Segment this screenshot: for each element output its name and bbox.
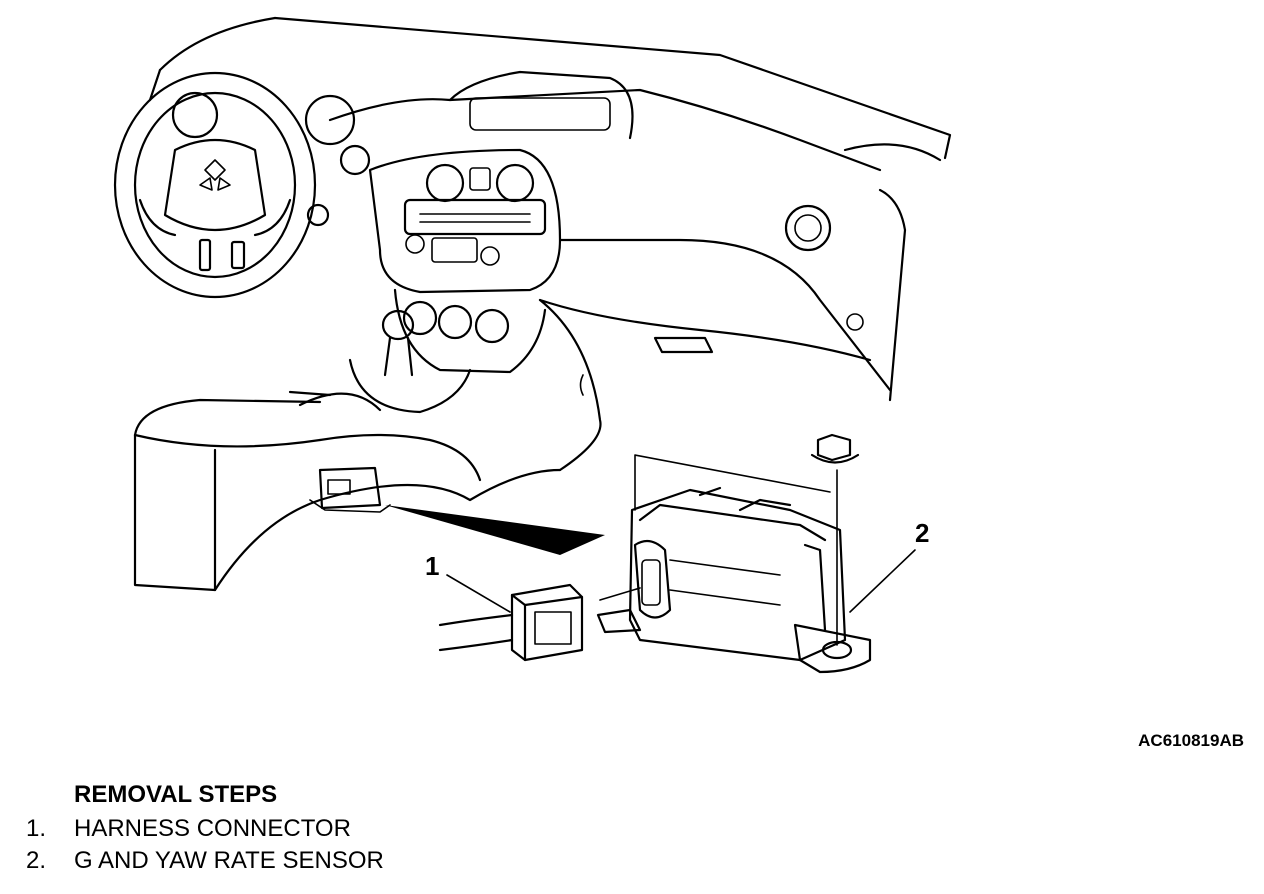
callout-2: 2 <box>849 518 929 613</box>
location-leader <box>385 505 605 555</box>
step-number: 1. <box>26 815 47 842</box>
removal-step-2: 2. G AND YAW RATE SENSOR <box>26 845 384 877</box>
removal-steps-list: 1. HARNESS CONNECTOR 2. G AND YAW RATE SEN… <box>26 813 384 877</box>
step-label: G AND YAW RATE SENSOR <box>74 847 384 874</box>
callout-number-1: 1 <box>425 551 439 581</box>
callout-1: 1 <box>425 551 511 613</box>
callout-number-2: 2 <box>915 518 929 548</box>
floor-console <box>133 298 602 592</box>
harness-connector <box>438 583 641 662</box>
steering-wheel <box>113 71 371 299</box>
shift-lever <box>348 309 472 414</box>
step-number: 2. <box>26 847 47 874</box>
figure-code: AC610819AB <box>1138 731 1244 750</box>
removal-step-1: 1. HARNESS CONNECTOR <box>26 813 384 845</box>
dashboard-sensor-illustration: 1 2 <box>113 16 952 674</box>
step-label: HARNESS CONNECTOR <box>74 815 351 842</box>
g-and-yaw-rate-sensor <box>596 433 872 674</box>
removal-steps-title: REMOVAL STEPS <box>74 781 278 808</box>
dashboard-outline <box>148 16 952 402</box>
